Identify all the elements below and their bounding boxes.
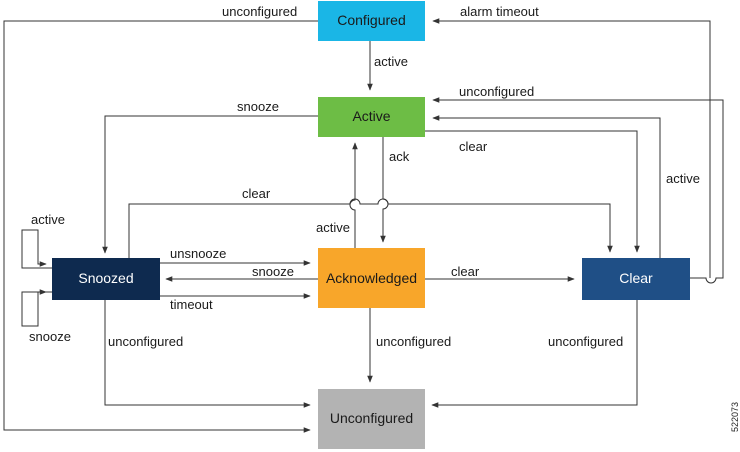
- node-acknowledged-box: [318, 248, 425, 308]
- edge-configured-unconfigured: [3, 20, 318, 433]
- node-clear-label: Clear: [619, 270, 653, 286]
- edge-unconfigured-active: [432, 97, 724, 284]
- edge-active-snoozed: [102, 115, 318, 254]
- node-unconfigured: Unconfigured: [318, 389, 425, 449]
- edge-snoozed-clear: [128, 198, 613, 258]
- edge-clear-unconfigured: [431, 300, 638, 408]
- node-configured-label: Configured: [337, 12, 406, 28]
- edge-alarm-timeout: [432, 18, 711, 278]
- node-configured: Configured: [318, 1, 425, 41]
- label-configured-unconfigured: unconfigured: [222, 4, 297, 19]
- label-clear-unconfigured: unconfigured: [548, 334, 623, 349]
- node-active: Active: [318, 97, 425, 137]
- label-snoozed-snooze-loop: snooze: [29, 329, 71, 344]
- label-snoozed-active-loop: active: [31, 212, 65, 227]
- label-ack-snooze: snooze: [252, 264, 294, 279]
- label-snoozed-clear: clear: [242, 186, 271, 201]
- label-active-unconfigured: unconfigured: [459, 84, 534, 99]
- node-acknowledged: Acknowledged: [318, 248, 425, 308]
- node-active-box: [318, 97, 425, 137]
- node-clear-box: [582, 258, 690, 300]
- label-configured-active: active: [374, 54, 408, 69]
- edge-acknowledged-active: [349, 142, 358, 248]
- label-active-clear: clear: [459, 139, 488, 154]
- label-ack-unconfigured: unconfigured: [376, 334, 451, 349]
- node-snoozed: Snoozed: [52, 258, 160, 300]
- node-clear: Clear: [582, 258, 690, 300]
- node-configured-box: [318, 1, 425, 41]
- label-ack-clear: clear: [451, 264, 480, 279]
- node-snoozed-label: Snoozed: [78, 270, 133, 286]
- edge-snoozed-active-loop: [21, 229, 52, 269]
- node-unconfigured-box: [318, 389, 425, 449]
- edge-snoozed-unconfigured: [104, 300, 311, 408]
- node-unconfigured-label: Unconfigured: [330, 410, 413, 426]
- label-ack-active: active: [316, 220, 350, 235]
- label-active-ack: ack: [389, 149, 410, 164]
- label-active-snooze: snooze: [237, 99, 279, 114]
- node-acknowledged-label: Acknowledged: [326, 270, 417, 286]
- label-clear-active: active: [666, 171, 700, 186]
- node-snoozed-box: [52, 258, 160, 300]
- label-alarm-timeout: alarm timeout: [460, 4, 539, 19]
- label-timeout: timeout: [170, 297, 213, 312]
- label-snoozed-unconfigured: unconfigured: [108, 334, 183, 349]
- edge-active-acknowledged: [380, 137, 389, 243]
- edge-active-clear: [425, 130, 640, 253]
- node-active-label: Active: [352, 108, 390, 124]
- edge-clear-active: [432, 115, 661, 258]
- label-unsnooze: unsnooze: [170, 246, 226, 261]
- edge-snoozed-snooze-loop: [21, 289, 52, 327]
- document-id: 522073: [730, 402, 740, 432]
